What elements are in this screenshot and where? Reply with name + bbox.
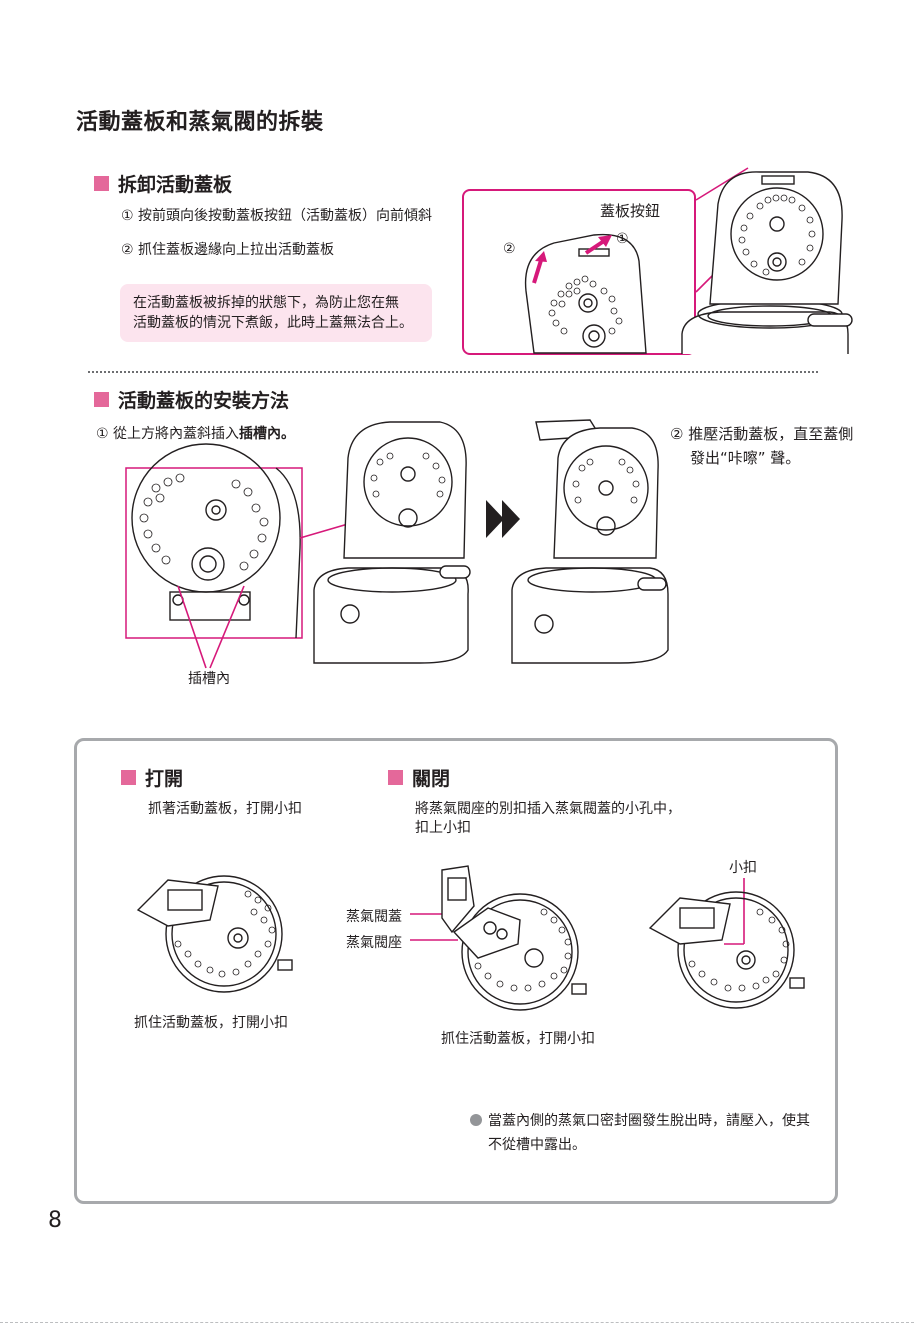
- open-heading: 打開: [121, 764, 183, 791]
- inner-lid-closed-illustration: [640, 878, 810, 1008]
- section-square-icon: [121, 770, 136, 785]
- marker-1: ①: [616, 231, 629, 247]
- inner-lid-open-illustration: [128, 864, 308, 994]
- close-instruction-line-1: 將蒸氣閥座的別扣插入蒸氣閥蓋的小孔中，: [415, 798, 681, 818]
- slot-label: 插槽內: [188, 668, 230, 688]
- seal-note-text-1: 當蓋內側的蒸氣口密封圈發生脫出時，請壓入，使其: [488, 1113, 810, 1129]
- install-heading-text: 活動蓋板的安裝方法: [118, 386, 289, 413]
- callout-lid-drawing: [526, 235, 646, 353]
- remove-heading-text: 拆卸活動蓋板: [118, 170, 232, 197]
- rice-cooker-open-illustration: [680, 164, 860, 360]
- install-step-2-line-2: 發出“咔嚓” 聲。: [690, 447, 800, 468]
- install-section-heading: 活動蓋板的安裝方法: [94, 386, 289, 413]
- install-step-2-line-1: ② 推壓活動蓋板，直至蓋側: [670, 423, 853, 444]
- valve-seat-label: 蒸氣閥座: [346, 932, 402, 952]
- remove-note-line-2: 活動蓋板的情況下煮飯，此時上蓋無法合上。: [133, 313, 432, 333]
- install-step-1-emphasis: 插槽內。: [239, 426, 295, 442]
- lid-button-label: 蓋板按鈕: [600, 200, 660, 221]
- clasp-label: 小扣: [729, 857, 757, 877]
- marker-2: ②: [503, 241, 516, 257]
- page-title: 活動蓋板和蒸氣閥的拆裝: [76, 104, 324, 136]
- rice-cooker-install-illustration: [300, 418, 480, 668]
- open-heading-text: 打開: [145, 764, 183, 791]
- section-square-icon: [388, 770, 403, 785]
- install-step-1-prefix: ① 從上方將內蓋斜插入: [96, 426, 239, 442]
- close-instruction-line-2: 扣上小扣: [415, 817, 471, 837]
- remove-note-line-1: 在活動蓋板被拆掉的狀態下，為防止您在無: [133, 293, 432, 313]
- section-square-icon: [94, 392, 109, 407]
- open-instruction: 抓著活動蓋板，打開小扣: [148, 798, 302, 818]
- section-square-icon: [94, 176, 109, 191]
- install-step-1: ① 從上方將內蓋斜插入插槽內。: [96, 423, 295, 443]
- section-divider: [88, 371, 818, 373]
- open-caption: 抓住活動蓋板，打開小扣: [134, 1012, 288, 1032]
- valve-cover-label: 蒸氣閥蓋: [346, 906, 402, 926]
- remove-section-heading: 拆卸活動蓋板: [94, 170, 232, 197]
- seal-note-line-1: 當蓋內側的蒸氣口密封圈發生脫出時，請壓入，使其: [470, 1110, 810, 1130]
- inner-lid-close-illustration: [408, 862, 588, 1012]
- close-heading-text: 關閉: [412, 764, 450, 791]
- remove-step-2: ② 抓住蓋板邊緣向上拉出活動蓋板: [121, 239, 334, 259]
- bullet-icon: [470, 1114, 482, 1126]
- page-number: 8: [48, 1208, 62, 1233]
- remove-step-1: ① 按前頭向後按動蓋板按鈕（活動蓋板）向前傾斜: [121, 205, 432, 225]
- bottom-trim-line: [0, 1322, 914, 1323]
- close-heading: 關閉: [388, 764, 450, 791]
- slot-closeup-illustration: [126, 468, 306, 640]
- remove-note-box: 在活動蓋板被拆掉的狀態下，為防止您在無 活動蓋板的情況下煮飯，此時上蓋無法合上。: [120, 284, 432, 342]
- close-caption: 抓住活動蓋板，打開小扣: [441, 1028, 595, 1048]
- seal-note-line-2: 不從槽中露出。: [488, 1134, 586, 1154]
- rice-cooker-push-illustration: [510, 418, 680, 668]
